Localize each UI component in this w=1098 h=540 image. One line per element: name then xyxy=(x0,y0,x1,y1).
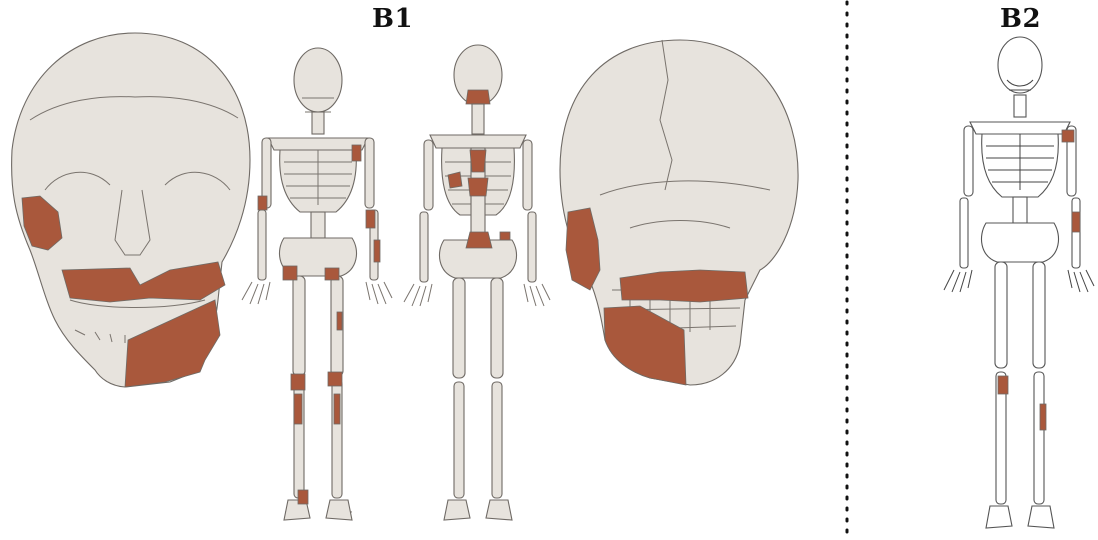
skull-anterior-view xyxy=(12,33,250,387)
lesion-knee-right xyxy=(291,374,305,390)
lesion-forearm-left xyxy=(374,240,380,262)
skeleton-anterior-b2 xyxy=(944,37,1094,528)
lesion-femur-left xyxy=(337,312,342,330)
lesion-forearm-left-b2 xyxy=(1072,212,1080,232)
lesion-rib-posterior xyxy=(448,172,462,188)
lesion-maxilla-posterior xyxy=(620,270,748,302)
lesion-hip-right xyxy=(283,266,297,280)
skeleton-anterior-b1 xyxy=(242,48,392,520)
lesion-shoulder-left-b2 xyxy=(1062,130,1074,142)
lesion-hip-left xyxy=(325,268,339,280)
lesion-humerus-left xyxy=(366,210,375,228)
lesion-iliac-crest xyxy=(500,232,510,240)
lesion-knee-left xyxy=(328,372,342,386)
lesion-tibia-left-b2 xyxy=(1040,404,1046,430)
lesion-humerus-right xyxy=(258,196,267,210)
lesion-shoulder-left xyxy=(352,145,361,161)
skull-posterior-view xyxy=(560,40,798,385)
lesion-tibia-right xyxy=(294,394,302,424)
lesion-occipital-base xyxy=(466,90,490,104)
lesion-tibia-left xyxy=(334,394,340,424)
lesion-ankle-right xyxy=(298,490,308,504)
lesion-knee-right-b2 xyxy=(998,376,1008,394)
lesion-sacrum xyxy=(466,232,492,248)
skeleton-posterior-b1 xyxy=(404,45,550,520)
